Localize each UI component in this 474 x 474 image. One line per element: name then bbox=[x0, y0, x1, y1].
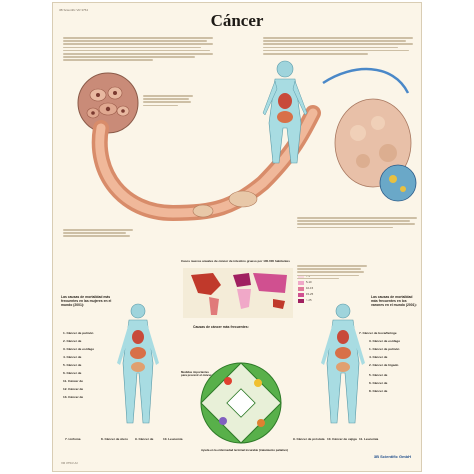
female-label-7: 7. Linfoma bbox=[65, 437, 81, 441]
caption-text-4 bbox=[297, 265, 367, 281]
poster-title: Cáncer bbox=[210, 11, 264, 30]
male-label-2: 2. Cáncer de hígado bbox=[369, 363, 399, 367]
tumor-closeup bbox=[322, 67, 417, 202]
caption-text-2 bbox=[297, 217, 417, 230]
palliative-heading: Ayuda en la enfermedad terminal incurabl… bbox=[201, 448, 289, 452]
female-label-8: 8. Cáncer de útero bbox=[101, 437, 128, 441]
female-label-10: 10. Leucemia bbox=[163, 437, 183, 441]
male-body-figure bbox=[321, 303, 365, 424]
map-range-2: 5-10 bbox=[306, 280, 312, 284]
map-range-3: 10-15 bbox=[306, 286, 314, 290]
prevention-heading: Medidas importantes para prevenir el cán… bbox=[181, 370, 212, 378]
male-label-8: 8. Cáncer de bbox=[369, 389, 388, 393]
female-label-12: 12. Cáncer de bbox=[63, 387, 84, 391]
prevention-diagram bbox=[200, 362, 282, 444]
poster-code: 3B Scientific VR 3754 bbox=[59, 8, 89, 12]
male-label-11: 11. Leucemia bbox=[359, 437, 379, 441]
male-label-10: 10. Cáncer de vejiga bbox=[327, 437, 357, 441]
female-label-6: 6. Cáncer de bbox=[63, 371, 82, 375]
cancer-poster: 3B Scientific VR 3754 Cáncer bbox=[52, 2, 422, 472]
female-label-13: 13. Cáncer de bbox=[63, 395, 84, 399]
male-label-9: 9. Cáncer de próstata bbox=[293, 437, 325, 441]
female-label-5: 5. Cáncer de bbox=[63, 363, 82, 367]
male-label-4: 4. Cáncer de bbox=[369, 355, 388, 359]
intro-text bbox=[63, 37, 213, 63]
female-label-1: 1. Cáncer de pulmón bbox=[63, 331, 94, 335]
male-label-3: 3. Cáncer de esófago bbox=[369, 339, 401, 343]
intro-text-right bbox=[263, 37, 413, 56]
caption-text-1 bbox=[143, 95, 193, 108]
female-label-2: 2. Cáncer de bbox=[63, 339, 82, 343]
bottom-code: VR 3754 UU bbox=[61, 461, 78, 465]
world-map bbox=[183, 268, 293, 318]
map-range-4: 15-25 bbox=[306, 292, 314, 296]
female-label-3: 3. Cáncer de esófago bbox=[63, 347, 95, 351]
female-label-11: 11. Cáncer de bbox=[63, 379, 83, 383]
central-body-figure bbox=[262, 60, 308, 164]
female-label-9: 9. Cáncer de bbox=[135, 437, 154, 441]
male-label-1: 1. Cáncer de pulmón bbox=[369, 347, 400, 351]
map-range-5: > 25 bbox=[306, 298, 312, 302]
map-legend bbox=[298, 275, 304, 303]
map-heading: Casos nuevos anuales de cáncer de intest… bbox=[181, 259, 290, 263]
caption-text-3 bbox=[63, 229, 133, 239]
male-label-5: 5. Cáncer de bbox=[369, 373, 388, 377]
female-body-figure bbox=[117, 303, 159, 424]
center-causes-heading: Causas de cáncer más frecuentes: bbox=[193, 325, 249, 329]
male-label-6: 6. Cáncer de bbox=[369, 381, 388, 385]
male-label-7: 7. Cáncer de boca/faringe bbox=[359, 331, 397, 335]
publisher-logo: 3B Scientific GmbH bbox=[373, 454, 411, 459]
female-stats-heading: Las causas de mortalidad más frecuentes … bbox=[61, 295, 112, 307]
cell-closeup bbox=[77, 72, 139, 134]
male-stats-heading: Las causas de mortalidad más frecuentes … bbox=[371, 295, 417, 307]
poster-illustrations bbox=[77, 60, 417, 444]
female-label-4: 4. Cáncer de bbox=[63, 355, 82, 359]
